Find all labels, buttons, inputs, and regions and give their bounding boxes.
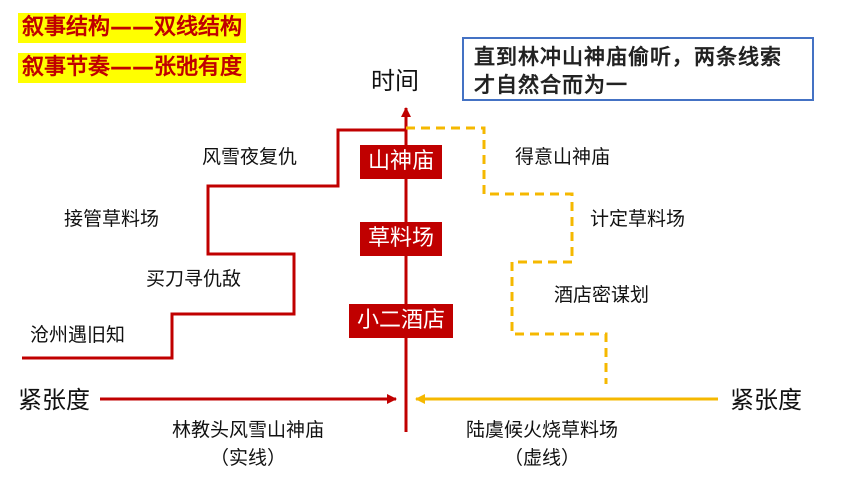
merge-note-box: 直到林冲山神庙偷听，两条线索才自然合而为一 <box>462 37 814 101</box>
tension-label-right: 紧张度 <box>730 386 802 414</box>
time-axis-label: 时间 <box>371 67 419 95</box>
dashed-step-3: 得意山神庙 <box>515 146 611 168</box>
solid-line-caption-sub: （实线） <box>210 447 287 469</box>
solid-step-4: 风雪夜复仇 <box>202 146 298 168</box>
dashed-step-1: 酒店密谋划 <box>554 284 650 306</box>
location-xiaoer-jiudian: 小二酒店 <box>349 304 454 338</box>
solid-line-caption: 林教头风雪山神庙 <box>172 419 325 441</box>
solid-step-3: 接管草料场 <box>64 208 160 230</box>
location-caoliaochang: 草料场 <box>360 222 443 256</box>
location-shanshenmiao: 山神庙 <box>360 145 443 179</box>
dashed-line-caption: 陆虞候火烧草料场 <box>466 419 619 441</box>
dashed-line-caption-sub: （虚线） <box>504 447 581 469</box>
heading-rhythm: 叙事节奏——张弛有度 <box>18 53 247 83</box>
tension-label-left: 紧张度 <box>18 386 90 414</box>
solid-step-2: 买刀寻仇敌 <box>146 268 242 290</box>
dashed-step-2: 计定草料场 <box>590 208 686 230</box>
solid-staircase-line <box>22 128 406 360</box>
dashed-staircase-line <box>406 126 608 384</box>
solid-step-1: 沧州遇旧知 <box>30 324 126 346</box>
heading-structure: 叙事结构——双线结构 <box>18 13 247 43</box>
